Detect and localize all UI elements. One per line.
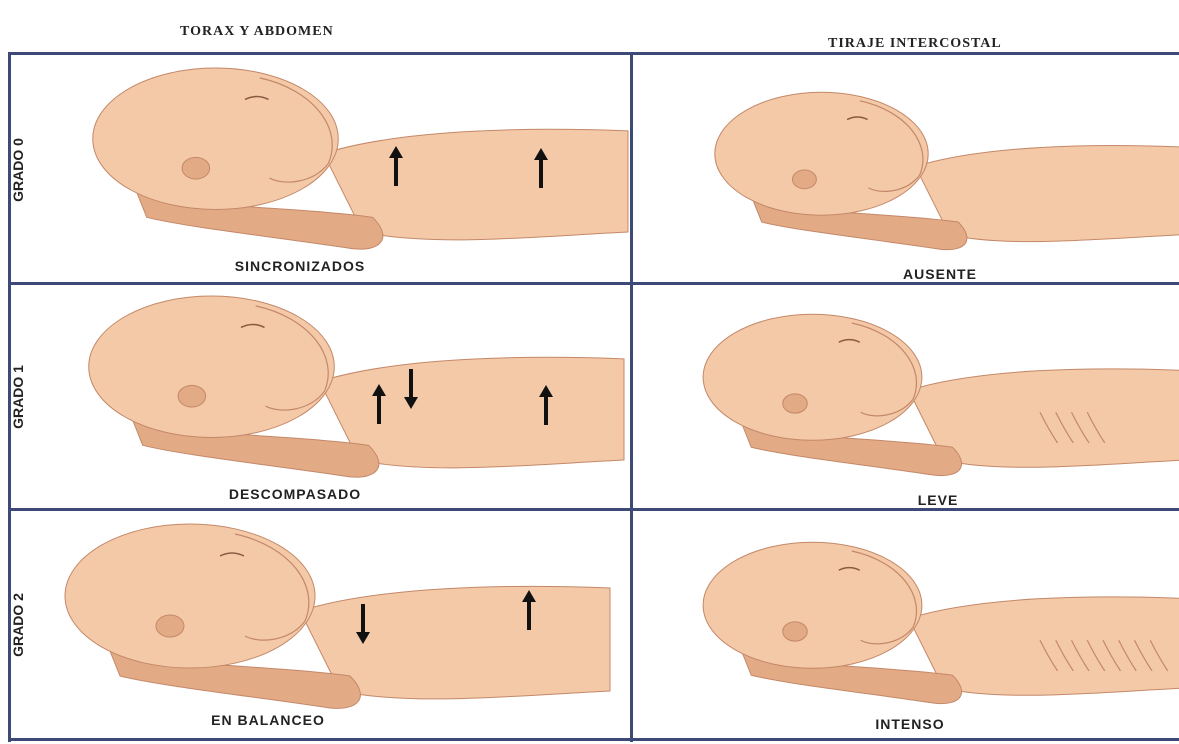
caption-leve: LEVE — [918, 492, 959, 508]
infant-grado-0-left — [93, 68, 628, 249]
caption-intenso: INTENSO — [875, 716, 944, 732]
infant-grado-0-right — [715, 92, 1179, 249]
caption-descompasado: DESCOMPASADO — [229, 486, 361, 502]
infant-grado-1-right — [703, 314, 1179, 475]
infant-grado-1-left — [89, 296, 624, 477]
caption-en-balanceo: EN BALANCEO — [211, 712, 325, 728]
caption-ausente: AUSENTE — [903, 266, 977, 282]
caption-sincronizados: SINCRONIZADOS — [235, 258, 365, 274]
infant-grado-2-right — [703, 542, 1179, 703]
